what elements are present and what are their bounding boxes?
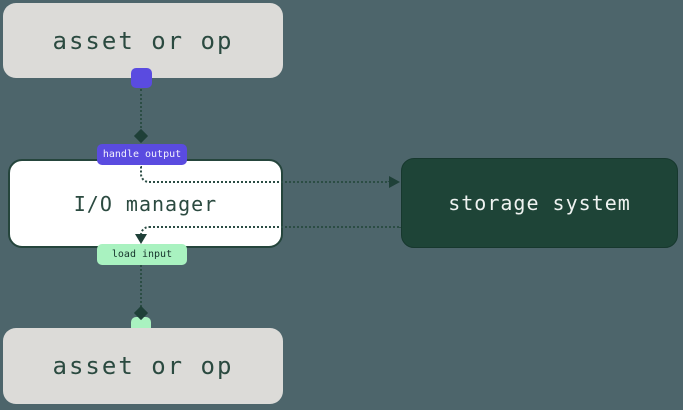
storage-system-node: storage system: [401, 158, 678, 248]
load-input-badge: load input: [97, 244, 187, 265]
io-manager-label: I/O manager: [73, 191, 218, 216]
connector-asset-to-handle-output: [140, 89, 142, 132]
diamond-marker-icon-top: [133, 128, 149, 144]
asset-or-op-node-top: asset or op: [3, 3, 283, 78]
storage-system-label: storage system: [448, 191, 631, 215]
arrow-down-icon: [135, 234, 147, 244]
handle-output-badge: handle output: [97, 144, 187, 165]
load-input-badge-label: load input: [111, 249, 173, 260]
arrow-right-icon: [389, 176, 400, 188]
connector-load-input-to-asset: [140, 265, 142, 307]
asset-or-op-label-bottom: asset or op: [52, 352, 234, 380]
connector-io-manager-to-storage: [140, 166, 390, 183]
asset-or-op-label-top: asset or op: [52, 26, 234, 55]
connector-storage-to-io-manager: [140, 226, 401, 235]
handle-output-badge-label: handle output: [102, 149, 182, 160]
asset-or-op-node-bottom: asset or op: [3, 328, 283, 404]
output-handle-square-icon: [131, 68, 152, 88]
